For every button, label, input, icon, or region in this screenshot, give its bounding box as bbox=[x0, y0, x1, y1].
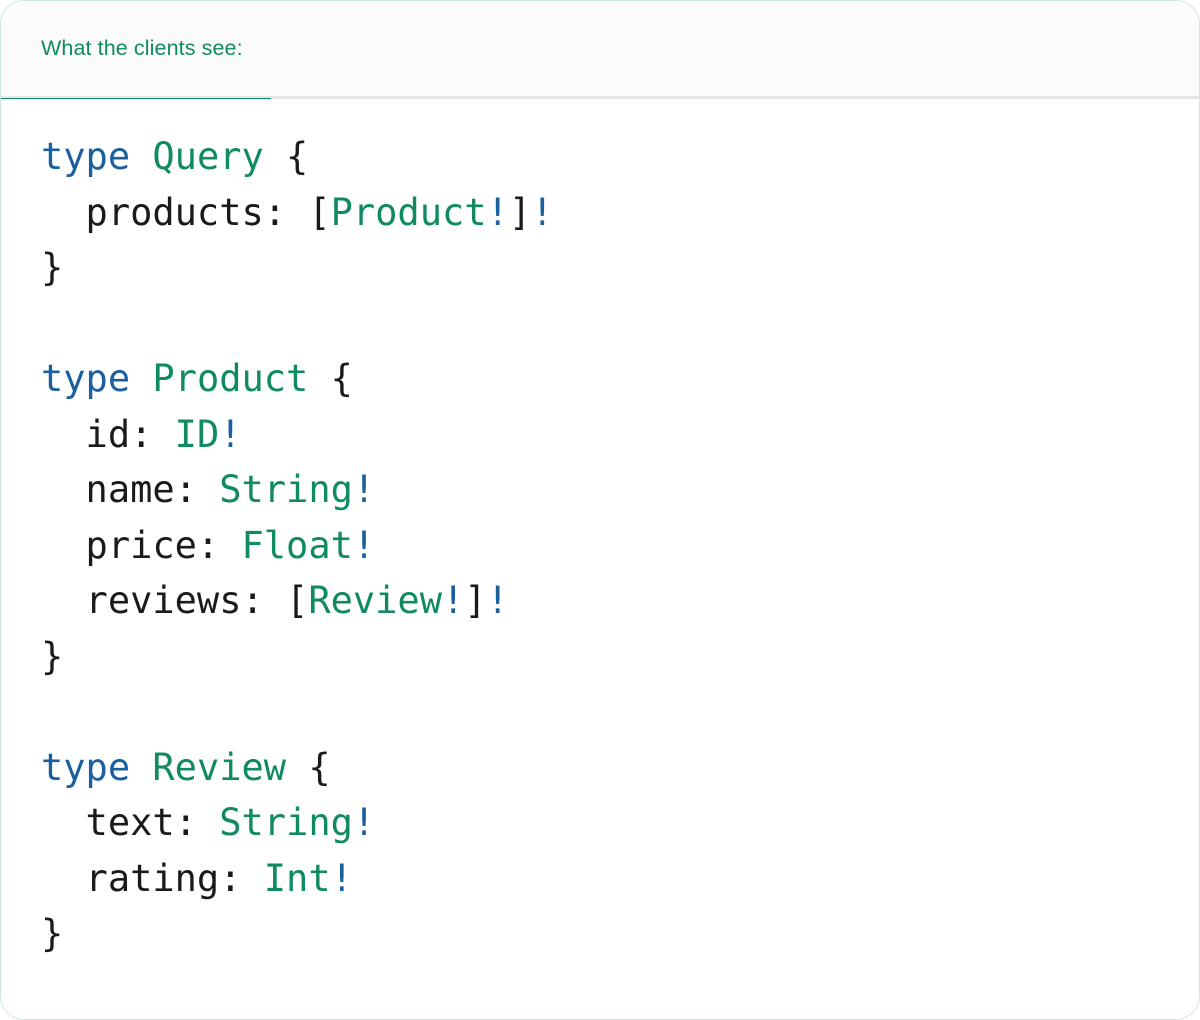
code-token bbox=[130, 746, 152, 789]
code-line: text: String! bbox=[41, 801, 376, 844]
code-token bbox=[264, 579, 286, 622]
code-token: String bbox=[219, 468, 353, 511]
code-token: type bbox=[41, 135, 131, 178]
code-token: { bbox=[263, 135, 309, 178]
code-token: ! bbox=[531, 190, 554, 234]
code-token: text: bbox=[41, 801, 197, 844]
code-line: } bbox=[41, 912, 63, 955]
code-line: id: ID! bbox=[41, 413, 242, 456]
code-token bbox=[130, 135, 152, 178]
code-token: [ bbox=[308, 190, 331, 234]
code-token: String bbox=[219, 801, 353, 844]
code-token: ] bbox=[464, 579, 487, 622]
code-line: } bbox=[41, 246, 63, 289]
code-token: Product bbox=[152, 357, 309, 400]
code-line: name: String! bbox=[41, 468, 376, 511]
code-token: type bbox=[41, 745, 131, 789]
code-token: Review bbox=[152, 745, 287, 789]
code-token: Int bbox=[263, 856, 331, 900]
code-token: ! bbox=[486, 190, 509, 234]
code-line: } bbox=[41, 635, 63, 678]
code-token: name: bbox=[41, 468, 197, 511]
code-token: rating: bbox=[41, 856, 242, 900]
code-token: ! bbox=[441, 579, 465, 622]
code-token bbox=[152, 413, 174, 456]
tab-strip: What the clients see: bbox=[1, 1, 1199, 101]
code-token: price: bbox=[41, 523, 220, 567]
code-token: id: bbox=[41, 412, 153, 456]
code-line: type Query { bbox=[41, 135, 308, 178]
code-token: Review bbox=[308, 579, 442, 622]
tab-what-the-clients-see[interactable]: What the clients see: bbox=[1, 1, 271, 101]
code-token: reviews: bbox=[41, 579, 264, 622]
code-panel: type Query { products: [Product!]! } typ… bbox=[1, 99, 1199, 962]
code-token: type bbox=[41, 357, 131, 400]
code-token: { bbox=[286, 745, 331, 789]
code-line: price: Float! bbox=[41, 523, 376, 567]
code-token bbox=[241, 857, 263, 900]
code-token bbox=[286, 191, 308, 234]
code-token: ! bbox=[330, 856, 353, 900]
code-token: ! bbox=[352, 468, 376, 511]
code-token: ! bbox=[352, 523, 376, 567]
code-line: products: [Product!]! bbox=[41, 190, 554, 234]
tab-label: What the clients see: bbox=[41, 36, 243, 60]
code-token bbox=[197, 801, 219, 844]
graphql-schema-code: type Query { products: [Product!]! } typ… bbox=[41, 129, 1199, 962]
code-token: products: bbox=[41, 190, 287, 234]
code-line: type Review { bbox=[41, 746, 331, 789]
code-line: reviews: [Review!]! bbox=[41, 579, 509, 622]
code-token: ID bbox=[174, 412, 220, 456]
code-token: ! bbox=[486, 579, 509, 622]
code-line: rating: Int! bbox=[41, 857, 353, 900]
code-token: [ bbox=[286, 579, 309, 622]
code-token: ] bbox=[508, 190, 532, 234]
code-token: } bbox=[41, 912, 64, 955]
code-token: Float bbox=[241, 523, 353, 567]
code-token: } bbox=[41, 634, 64, 678]
code-token bbox=[130, 357, 152, 400]
code-line: type Product { bbox=[41, 357, 353, 400]
code-token: Product bbox=[330, 190, 487, 234]
code-token: } bbox=[41, 246, 64, 289]
code-token: { bbox=[308, 357, 353, 400]
code-token: Query bbox=[152, 135, 264, 178]
code-token bbox=[219, 524, 241, 567]
code-token bbox=[197, 468, 219, 511]
code-token: ! bbox=[219, 412, 242, 456]
code-token: ! bbox=[352, 801, 376, 844]
